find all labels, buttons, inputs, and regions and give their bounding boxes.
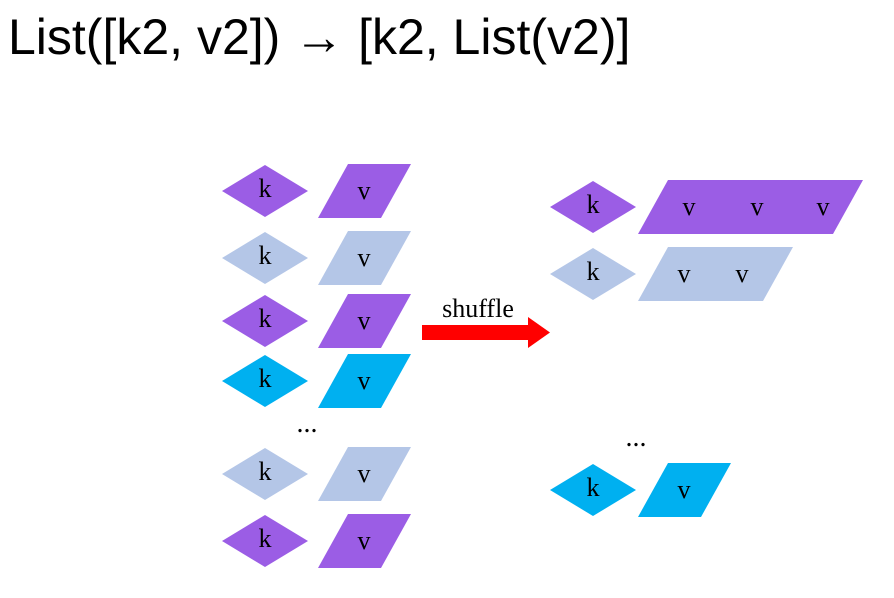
value-label: v bbox=[736, 259, 749, 288]
key-diamond bbox=[222, 165, 308, 217]
value-parallelogram bbox=[638, 247, 793, 301]
value-label: v bbox=[358, 526, 371, 555]
key-label: k bbox=[259, 457, 272, 486]
value-parallelogram bbox=[318, 447, 411, 501]
key-label: k bbox=[259, 524, 272, 553]
value-parallelogram bbox=[318, 354, 411, 408]
key-diamond bbox=[550, 181, 636, 233]
key-diamond bbox=[222, 448, 308, 500]
key-label: k bbox=[587, 473, 600, 502]
value-label: v bbox=[678, 259, 691, 288]
value-label: v bbox=[358, 243, 371, 272]
key-label: k bbox=[259, 364, 272, 393]
ellipsis-left: ... bbox=[297, 408, 318, 439]
key-diamond bbox=[550, 464, 636, 516]
value-label: v bbox=[678, 475, 691, 504]
key-diamond bbox=[550, 248, 636, 300]
value-label: v bbox=[358, 306, 371, 335]
value-label: v bbox=[358, 176, 371, 205]
key-diamond bbox=[222, 355, 308, 407]
key-diamond bbox=[222, 295, 308, 347]
arrow-label: shuffle bbox=[442, 294, 514, 323]
key-label: k bbox=[259, 304, 272, 333]
value-parallelogram bbox=[318, 231, 411, 285]
ellipsis-right: ... bbox=[626, 422, 647, 453]
value-label: v bbox=[358, 366, 371, 395]
page-title: List([k2, v2]) → [k2, List(v2)] bbox=[8, 9, 631, 65]
key-diamond bbox=[222, 232, 308, 284]
value-parallelogram bbox=[638, 180, 863, 234]
shuffle-arrow: shuffle bbox=[422, 294, 550, 348]
key-diamond bbox=[222, 515, 308, 567]
value-parallelogram bbox=[318, 164, 411, 218]
key-label: k bbox=[587, 190, 600, 219]
value-label: v bbox=[358, 459, 371, 488]
arrow-shaft bbox=[422, 325, 528, 340]
arrow-head bbox=[528, 317, 550, 348]
value-label: v bbox=[817, 192, 830, 221]
key-label: k bbox=[587, 257, 600, 286]
value-parallelogram bbox=[318, 514, 411, 568]
value-parallelogram bbox=[318, 294, 411, 348]
value-parallelogram bbox=[638, 463, 731, 517]
value-label: v bbox=[683, 192, 696, 221]
key-label: k bbox=[259, 241, 272, 270]
key-label: k bbox=[259, 174, 272, 203]
value-label: v bbox=[751, 192, 764, 221]
